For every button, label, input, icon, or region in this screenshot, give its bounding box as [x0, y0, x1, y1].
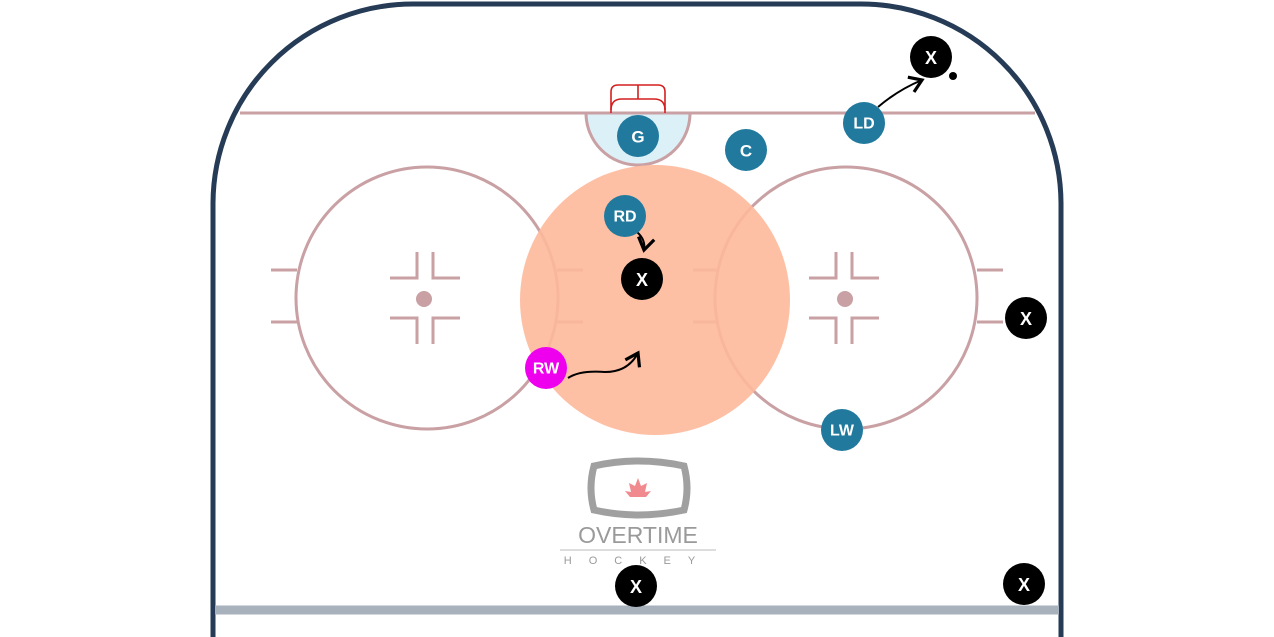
puck — [949, 72, 957, 80]
player-rd[interactable]: RD — [604, 195, 646, 237]
faceoff-dot-left — [416, 291, 432, 307]
player-ld[interactable]: LD — [843, 102, 885, 144]
movement-arrow-rw — [567, 350, 642, 379]
svg-text:C: C — [740, 142, 752, 161]
svg-text:X: X — [636, 270, 648, 290]
svg-text:HOCKEY: HOCKEY — [564, 555, 712, 567]
opponent-x[interactable]: X — [1003, 563, 1045, 605]
svg-text:LD: LD — [853, 116, 874, 133]
svg-text:LW: LW — [830, 423, 855, 440]
svg-text:RD: RD — [613, 209, 636, 226]
opponent-x[interactable]: X — [910, 36, 952, 78]
player-g[interactable]: G — [617, 115, 659, 157]
player-rw[interactable]: RW — [525, 347, 567, 389]
opponent-x[interactable]: X — [1005, 297, 1047, 339]
svg-text:OVERTIME: OVERTIME — [578, 522, 698, 548]
svg-text:X: X — [630, 577, 642, 597]
svg-text:X: X — [1018, 575, 1030, 595]
svg-text:X: X — [1020, 309, 1032, 329]
svg-text:RW: RW — [533, 361, 560, 378]
svg-text:X: X — [925, 48, 937, 68]
overtime-hockey-logo: OVERTIME HOCKEY — [560, 457, 716, 567]
movement-arrow-rd — [636, 231, 656, 253]
player-lw[interactable]: LW — [821, 409, 863, 451]
faceoff-dot-right — [837, 291, 853, 307]
goal-net — [610, 84, 666, 113]
opponent-x[interactable]: X — [621, 258, 663, 300]
svg-text:G: G — [631, 128, 644, 147]
highlight-zone — [520, 165, 790, 435]
opponent-x[interactable]: X — [615, 565, 657, 607]
movement-arrow-ld — [877, 75, 925, 108]
player-c[interactable]: C — [725, 129, 767, 171]
